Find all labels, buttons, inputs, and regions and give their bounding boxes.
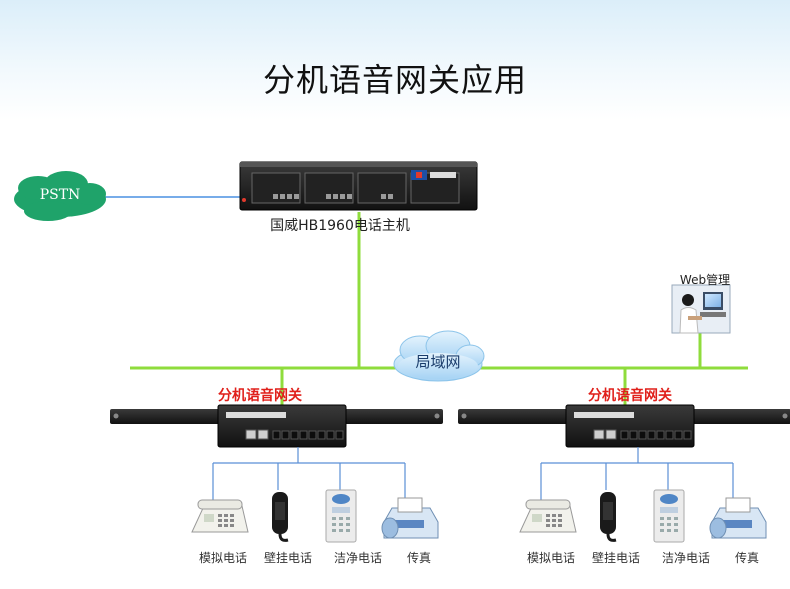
phone-lines-left bbox=[212, 447, 406, 500]
pbx-host-icon bbox=[239, 161, 478, 211]
device-label-wall-left: 壁挂电话 bbox=[263, 551, 312, 565]
voice-gateway-right-icon bbox=[458, 404, 790, 448]
web-admin-computer-icon bbox=[671, 284, 731, 334]
voice-gateway-left-icon bbox=[110, 404, 443, 448]
device-label-clean-right: 洁净电话 bbox=[661, 551, 710, 565]
host-label: 国威HB1960电话主机 bbox=[270, 218, 410, 234]
clean-phone-icon bbox=[653, 489, 685, 543]
phone-lines-right bbox=[540, 447, 734, 500]
lan-label: 局域网 bbox=[415, 353, 461, 371]
fax-icon bbox=[709, 497, 767, 539]
desk-phone-icon bbox=[191, 499, 249, 533]
clean-phone-icon bbox=[325, 489, 357, 543]
lan-cloud-icon bbox=[393, 330, 485, 382]
device-label-analog-right: 模拟电话 bbox=[526, 551, 575, 565]
device-label-analog-left: 模拟电话 bbox=[198, 551, 247, 565]
web-admin-label: Web管理 bbox=[679, 273, 731, 287]
device-label-fax-right: 传真 bbox=[734, 551, 759, 565]
pstn-cloud-icon bbox=[14, 171, 106, 221]
device-label-wall-right: 壁挂电话 bbox=[591, 551, 640, 565]
wall-phone-icon bbox=[600, 492, 617, 542]
fax-icon bbox=[381, 497, 439, 539]
desk-phone-icon bbox=[519, 499, 577, 533]
wall-phone-icon bbox=[272, 492, 289, 542]
pstn-label: PSTN bbox=[39, 187, 81, 203]
gateway-left-label: 分机语音网关 bbox=[218, 388, 302, 404]
gateway-right-label: 分机语音网关 bbox=[588, 388, 672, 404]
device-label-clean-left: 洁净电话 bbox=[333, 551, 382, 565]
device-label-fax-left: 传真 bbox=[406, 551, 431, 565]
diagram-title: 分机语音网关应用 bbox=[262, 61, 527, 99]
